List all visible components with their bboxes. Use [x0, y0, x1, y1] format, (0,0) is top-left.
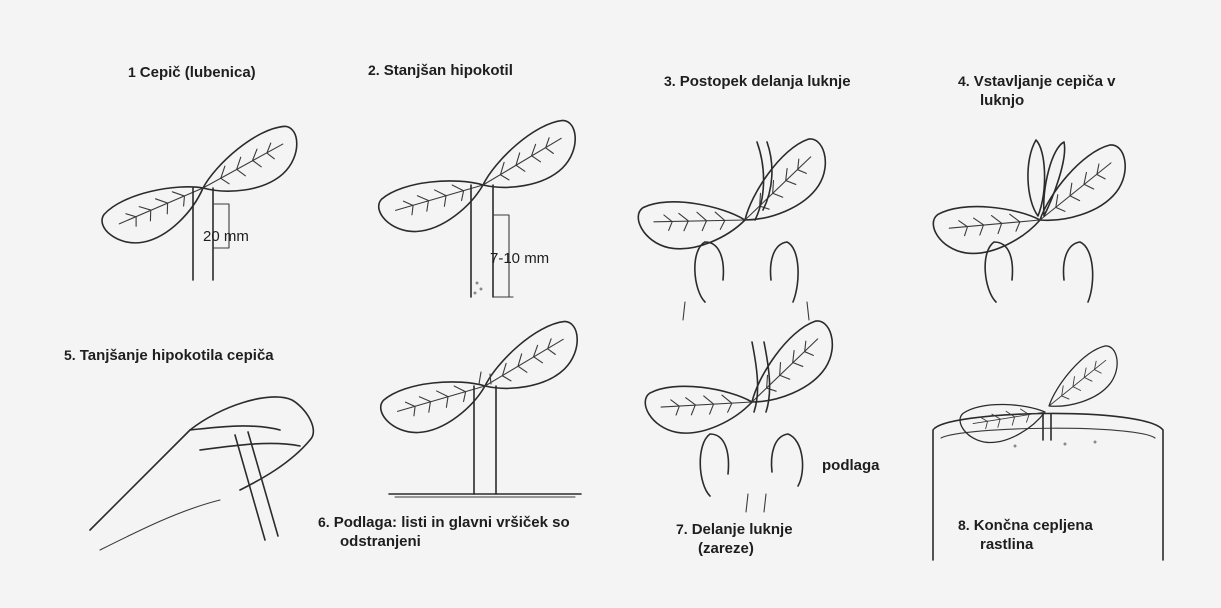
step-2-text: Stanjšan hipokotil [384, 62, 513, 79]
step-7-label: 7.Delanje luknje (zareze) [676, 520, 793, 558]
step-4-number: 4. [958, 73, 970, 89]
step-4-text: Vstavljanje cepiča v [974, 73, 1116, 90]
step-1-number: 1 [128, 64, 136, 80]
seedling-6-drawing [376, 317, 589, 497]
step-3-text: Postopek delanja luknje [680, 73, 851, 90]
seedling-4-drawing [931, 140, 1140, 302]
step-6-label: 6.Podlaga: listi in glavni vršiček so od… [318, 513, 570, 551]
step-6-text-line2: odstranjeni [340, 533, 421, 550]
step-2-number: 2. [368, 62, 380, 78]
step-7-text-line2: (zareze) [698, 540, 754, 557]
seedling-7-drawing [643, 316, 848, 512]
step-5-number: 5. [64, 347, 76, 363]
hand-thinning-drawing [90, 397, 313, 550]
seedling-2-drawing [374, 116, 587, 297]
step-1-text: Cepič (lubenica) [140, 64, 256, 81]
step-4-text-line2: luknjo [980, 92, 1024, 109]
step-3-label: 3.Postopek delanja luknje [664, 72, 851, 91]
step-8-label: 8.Končna cepljena rastlina [958, 516, 1093, 554]
step-6-text: Podlaga: listi in glavni vršiček so [334, 514, 570, 531]
step-2-label: 2.Stanjšan hipokotil [368, 61, 513, 80]
step-8-number: 8. [958, 517, 970, 533]
step-3-number: 3. [664, 73, 676, 89]
step-1-label: 1Cepič (lubenica) [128, 63, 256, 82]
step-7-text: Delanje luknje [692, 521, 793, 538]
step-5-text: Tanjšanje hipokotila cepiča [80, 347, 274, 364]
step-5-label: 5.Tanjšanje hipokotila cepiča [64, 346, 274, 365]
step-8-text-line2: rastlina [980, 536, 1033, 553]
step-8-text: Končna cepljena [974, 517, 1093, 534]
step-4-label: 4.Vstavljanje cepiča v luknjo [958, 72, 1115, 110]
rootstock-annotation: podlaga [822, 456, 880, 475]
seedling-1-drawing [97, 122, 308, 280]
measurement-20mm: 20 mm [203, 228, 249, 245]
measurement-7-10mm: 7-10 mm [490, 250, 549, 267]
step-6-number: 6. [318, 514, 330, 530]
seedling-3-drawing [636, 134, 841, 320]
step-7-number: 7. [676, 521, 688, 537]
